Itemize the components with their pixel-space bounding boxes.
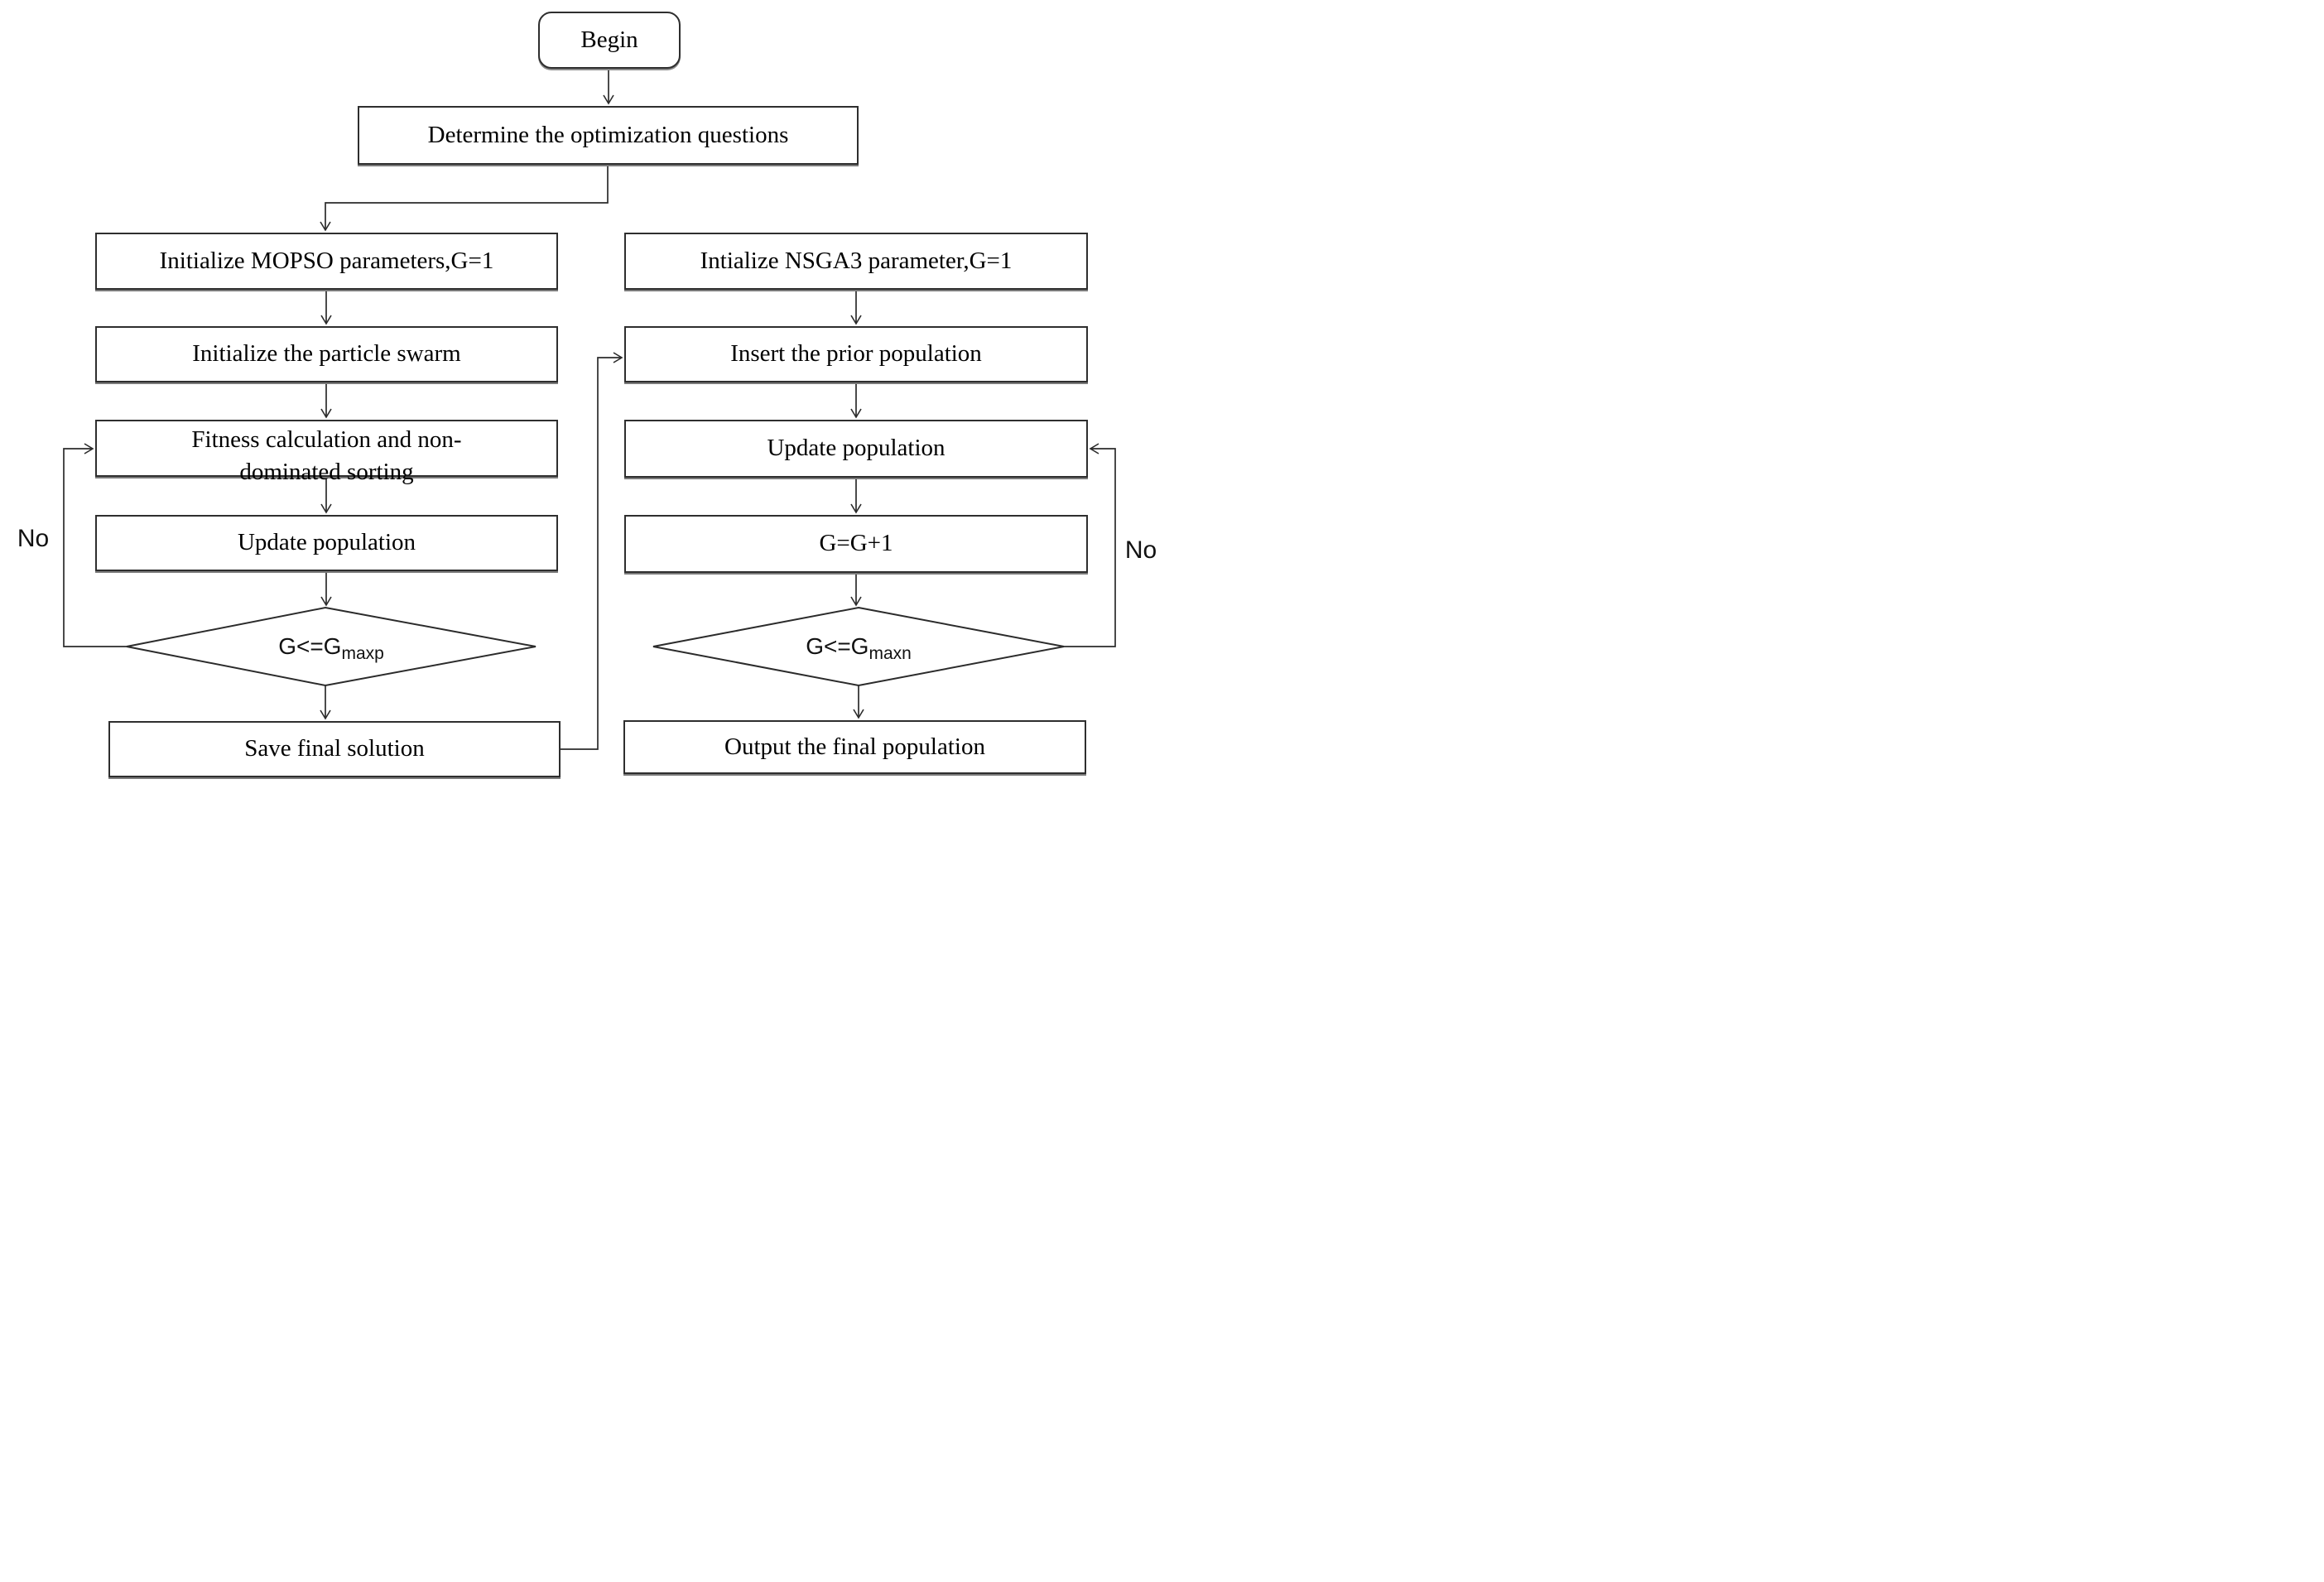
edge-decision-right-no-loop: [1064, 443, 1116, 647]
decision-left-text: G<=G: [278, 633, 342, 659]
node-init-nsga3-label: Intialize NSGA3 parameter,G=1: [700, 247, 1013, 274]
node-init-swarm-label: Initialize the particle swarm: [192, 340, 461, 368]
node-decision-left-shape: [126, 606, 536, 687]
node-insert-prior-population: Insert the prior population: [624, 326, 1088, 382]
edge-label-no-left: No: [17, 525, 50, 552]
node-increment-generation-label: G=G+1: [819, 530, 893, 557]
node-save-final-solution-label: Save final solution: [244, 735, 425, 762]
node-update-population-right: Update population: [624, 420, 1088, 478]
node-insert-prior-population-label: Insert the prior population: [730, 340, 982, 368]
node-update-population-left-label: Update population: [237, 529, 416, 556]
edge-determine-init-mopso: [320, 165, 609, 232]
node-init-swarm: Initialize the particle swarm: [95, 326, 558, 382]
node-increment-generation: G=G+1: [624, 515, 1088, 573]
flowchart-canvas: Begin Determine the optimization questio…: [0, 0, 1162, 791]
node-begin: Begin: [538, 12, 681, 69]
edge-decision-left-no-loop: [63, 443, 127, 647]
flow-connectors: [63, 69, 1116, 750]
decision-right-subscript: maxn: [868, 644, 912, 663]
node-fitness: Fitness calculation and non-dominated so…: [95, 420, 558, 485]
edge-label-no-right: No: [1124, 536, 1157, 564]
node-determine-label: Determine the optimization questions: [427, 121, 789, 148]
node-update-population-right-label: Update population: [767, 435, 945, 462]
node-update-population-left: Update population: [95, 515, 558, 571]
node-determine: Determine the optimization questions: [358, 106, 859, 165]
node-decision-right-shape: [652, 606, 1065, 687]
decision-left-subscript: maxp: [341, 644, 384, 663]
decision-right-text: G<=G: [806, 633, 869, 659]
node-save-final-solution: Save final solution: [108, 721, 561, 777]
node-init-mopso-label: Initialize MOPSO parameters,G=1: [159, 247, 494, 274]
node-fitness-label: Fitness calculation and non-dominated so…: [191, 426, 462, 485]
node-begin-label: Begin: [580, 26, 638, 53]
node-output-final-population: Output the final population: [623, 720, 1086, 774]
node-init-nsga3: Intialize NSGA3 parameter,G=1: [624, 233, 1088, 290]
node-init-mopso: Initialize MOPSO parameters,G=1: [95, 233, 558, 290]
node-output-final-population-label: Output the final population: [724, 733, 985, 760]
edge-save-insert-prior: [561, 352, 623, 750]
